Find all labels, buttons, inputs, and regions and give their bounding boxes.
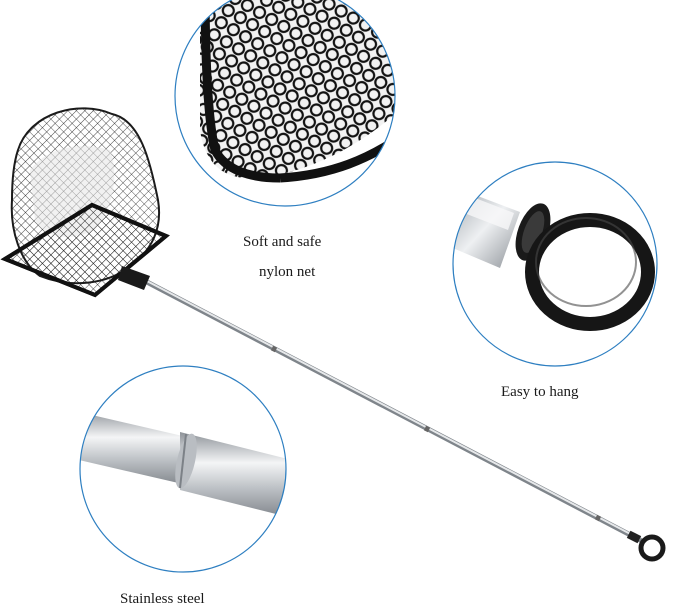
detail-circle-hang bbox=[452, 161, 658, 367]
caption-stainless-steel: Stainless steel bbox=[120, 591, 205, 607]
detail-circle-steel bbox=[79, 365, 287, 573]
caption-nylon-net: nylon net bbox=[259, 264, 316, 280]
caption-soft-safe: Soft and safe bbox=[243, 234, 322, 250]
caption-easy-hang: Easy to hang bbox=[501, 384, 579, 400]
handle-rod bbox=[142, 278, 643, 543]
net-head bbox=[0, 107, 170, 298]
detail-circle-net bbox=[174, 0, 396, 207]
hanging-ring bbox=[626, 530, 666, 562]
